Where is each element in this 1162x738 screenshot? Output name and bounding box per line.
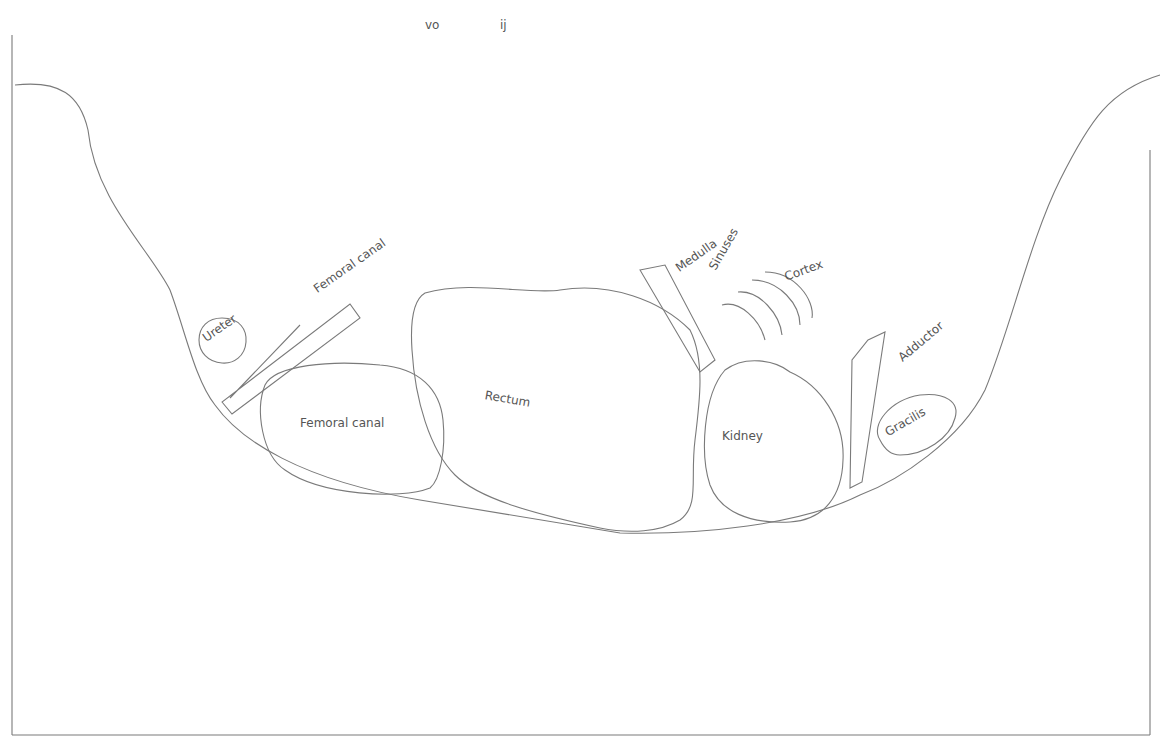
outline-path <box>850 332 885 488</box>
sheet-mark: ij <box>500 18 507 32</box>
node-label: Femoral canal <box>311 236 388 296</box>
sheet-mark: vo <box>425 18 439 32</box>
cortex-arc <box>738 292 782 335</box>
cortex-arc <box>752 280 800 325</box>
outline-path <box>705 361 844 523</box>
rectum-region: Rectum <box>405 280 705 538</box>
outline-path <box>411 288 700 532</box>
part-name: Cortex <box>783 257 825 284</box>
adductor-band: Adductor <box>845 300 1005 492</box>
body-outline <box>15 75 1160 533</box>
node-outline <box>405 280 705 538</box>
outline-path <box>640 265 715 372</box>
cortex-arc <box>722 304 765 340</box>
frame-line <box>11 35 12 735</box>
node-outline <box>868 392 963 460</box>
node-outline <box>635 200 770 378</box>
outline-path <box>222 304 360 414</box>
kidney-region: Kidney <box>698 357 848 525</box>
canal-region: Femoral canal <box>258 358 448 503</box>
outline-path <box>261 363 444 494</box>
vessel-circle: Ureter <box>196 316 248 366</box>
outline-path <box>877 394 956 455</box>
node-label: Adductor <box>896 319 947 365</box>
medulla-band: Medulla <box>635 200 770 378</box>
node-label: Rectum <box>484 388 532 410</box>
node-outline <box>698 357 848 525</box>
node-outline <box>258 358 448 503</box>
node-label: Ureter <box>200 312 239 345</box>
node-outline <box>215 255 365 420</box>
node-label: Femoral canal <box>300 416 384 430</box>
frame-line <box>1149 150 1150 735</box>
node-label: Kidney <box>722 429 763 443</box>
frame-line <box>12 734 1150 735</box>
canal-band: Femoral canal <box>215 255 365 420</box>
gracilis-oval: Gracilis <box>868 392 963 460</box>
